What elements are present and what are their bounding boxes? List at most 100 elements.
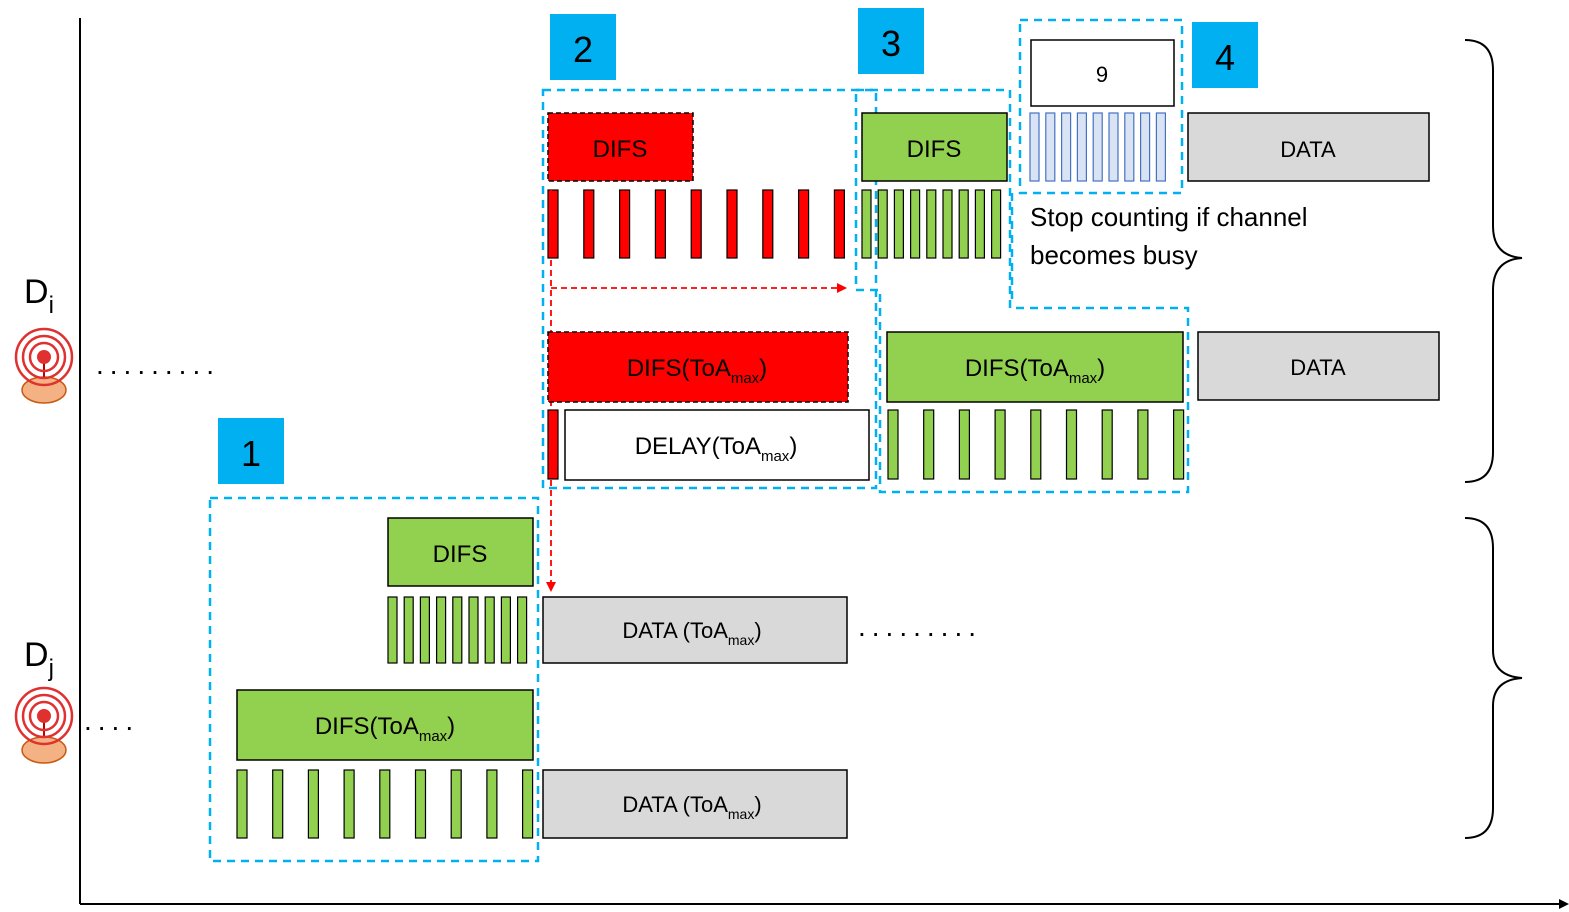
data-label-1: DATA [1280,137,1336,162]
backoff-slot [958,189,969,259]
region-1-content: DIFS DIFS(ToAmax) [236,517,534,839]
backoff-slot [942,189,953,259]
backoff-slot [414,769,427,839]
data-toa-block-1 [542,596,848,664]
backoff-slot [1155,112,1167,182]
backoff-slot [521,769,534,839]
backoff-slot [379,769,391,839]
delay-block [564,409,870,481]
backoff-slot [654,189,667,259]
backoff-slot [994,409,1006,480]
backoff-slots-dj-1 [387,596,528,664]
backoff-slot [236,769,248,839]
device-di-label: Di [24,273,54,319]
backoff-slot [387,596,398,664]
braces [1464,39,1523,839]
antenna-icon [14,686,74,764]
region-2-content: DIFS DIFS(ToAmax) DELAY(ToAmax) [546,112,870,592]
backoff-slot [690,189,702,259]
difs-label-3: DIFS [907,136,962,163]
note-line-1: Stop counting if channel [1030,202,1308,232]
dj-data: DATA (ToAmax) ......... DATA (ToAmax) [542,596,982,839]
backoff-slot [958,409,971,480]
data-label-2: DATA [1290,355,1346,380]
backoff-slots-blue [1029,112,1167,182]
backoff-slot [1060,112,1072,182]
antenna-icon [14,327,74,404]
backoff-slot [468,596,479,664]
badge-1: 1 [218,418,284,484]
difs-busy-label: DIFS [593,136,648,163]
backoff-slot [484,596,495,664]
dashed-regions [208,18,1190,863]
backoff-slot [1076,112,1088,182]
x-axis-arrow-icon [1559,899,1569,909]
difs-toa-label: DIFS(ToAmax) [315,713,455,745]
data-block-2 [1197,331,1440,401]
backoff-slots-di-4 [887,409,1185,480]
backoff-slot [974,189,986,259]
backoff-slot [1101,409,1113,480]
device-di: Di ......... [14,273,220,404]
backoff-slot [877,189,888,259]
backoff-slot [272,769,284,839]
backoff-slot [1029,112,1040,182]
region-3-content: DIFS DIFS(ToAmax) [861,112,1185,480]
difs-block [387,517,534,587]
backoff-slot [909,189,921,259]
backoff-slot [500,596,511,664]
backoff-slot [583,189,595,259]
device-dj-label: Dj [24,636,54,682]
backoff-slot [1065,409,1078,480]
backoff-slot [452,596,463,664]
data-toa-block-2 [542,769,848,839]
backoff-slot [1108,112,1119,182]
dots-di: ......... [96,349,220,380]
backoff-slots-red [547,189,846,259]
red-slot [547,409,559,480]
data-block-1 [1187,112,1430,182]
svg-text:3: 3 [881,23,901,64]
data-toa-label-2: DATA (ToAmax) [622,792,761,822]
backoff-slot [893,189,905,259]
backoff-slot [990,189,1002,259]
backoff-slot [403,596,414,664]
badge-2: 2 [550,14,616,80]
badge-3: 3 [858,8,924,74]
backoff-slot [1092,112,1103,182]
backoff-slot [436,596,447,664]
backoff-slots-dj-2 [236,769,534,839]
backoff-slot [1030,409,1042,480]
difs-toa-label-3: DIFS(ToAmax) [965,355,1105,387]
difs-toa-busy-block [547,331,849,403]
difs-label: DIFS [433,541,488,568]
curly-brace-icon [1464,39,1523,483]
backoff-slot [762,189,774,259]
backoff-slot [926,189,937,259]
dots-after-data: ......... [858,611,982,642]
backoff-slot [1137,409,1149,480]
backoff-slot [887,409,899,480]
svg-text:1: 1 [241,433,261,474]
svg-text:4: 4 [1215,37,1235,78]
difs-busy-block [547,112,694,182]
device-dj: Dj .... [14,636,133,764]
counter-box [1030,39,1175,107]
badges: 1 2 3 4 [218,8,1258,484]
region-1 [208,496,540,863]
region-4-content: 9 Stop counting if channel becomes busy [1029,39,1308,270]
backoff-slot [450,769,462,839]
backoff-slot [307,769,319,839]
backoff-slot [797,189,810,259]
curly-brace-icon [1464,517,1523,839]
svg-text:2: 2 [573,29,593,70]
backoff-slot [618,189,631,259]
difs-toa-block-3 [886,331,1184,403]
data-toa-label-1: DATA (ToAmax) [622,618,761,648]
backoff-slot [1172,409,1185,480]
difs-toa-busy-label: DIFS(ToAmax) [627,355,767,387]
backoff-slot [1139,112,1151,182]
backoff-slot [486,769,498,839]
badge-4: 4 [1192,22,1258,88]
